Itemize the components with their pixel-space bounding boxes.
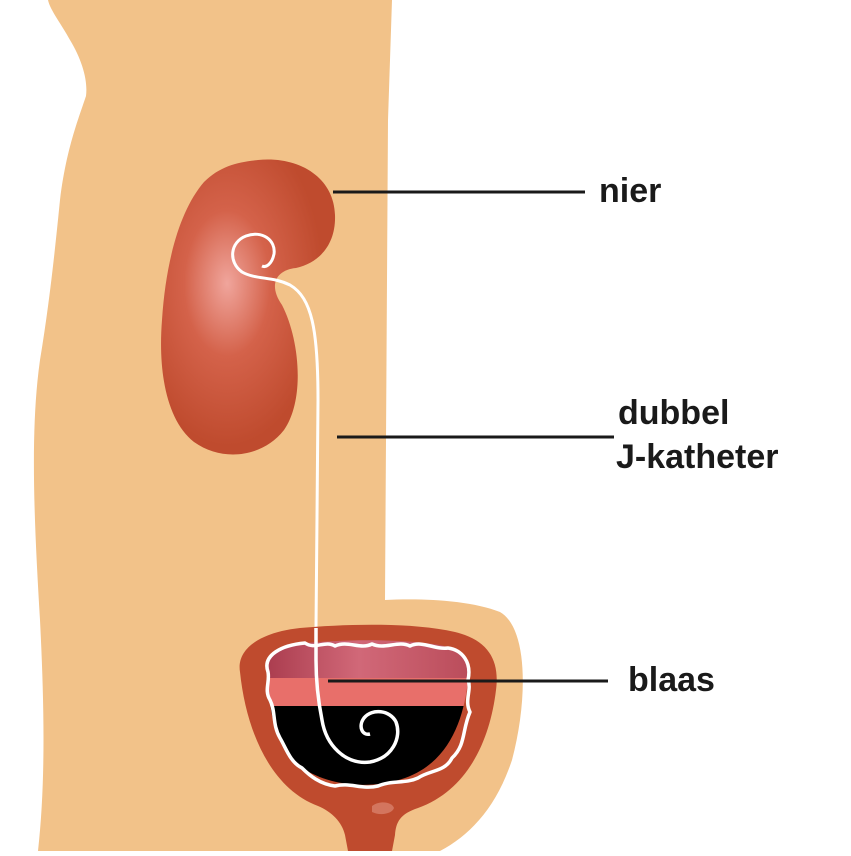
kidney-label: nier — [599, 172, 662, 210]
urethra-highlight — [372, 802, 394, 815]
kidney-organ — [161, 159, 336, 455]
catheter-label-line1: dubbel — [618, 394, 730, 432]
catheter-lower-coil — [314, 628, 400, 764]
catheter-upper — [231, 232, 320, 629]
bladder-band — [266, 678, 469, 706]
catheter-label-line2: J-katheter — [616, 438, 779, 476]
bladder-label: blaas — [628, 661, 715, 699]
bladder-lining — [265, 641, 472, 789]
